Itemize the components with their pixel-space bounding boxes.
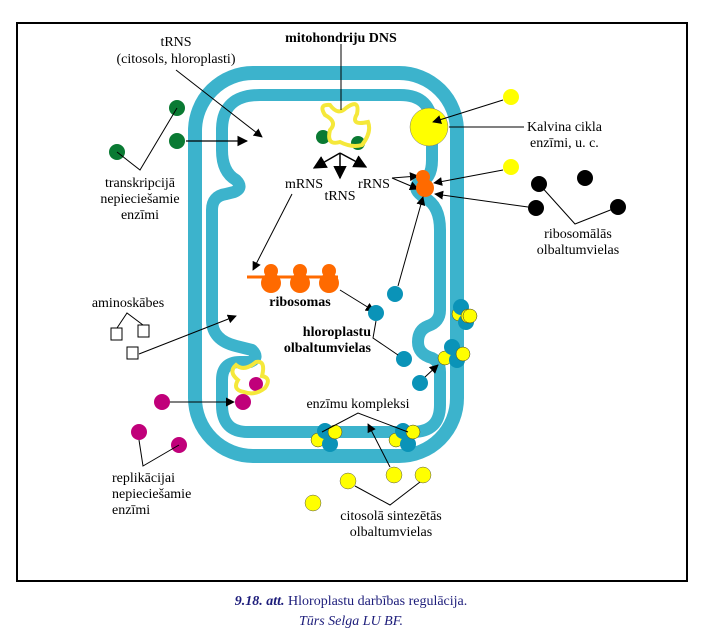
label-cytosol-2: olbaltumvielas — [350, 525, 432, 540]
leader-line — [116, 107, 178, 171]
label-ribosomal-1: ribosomālās — [544, 227, 612, 242]
label-mrns: mRNS — [285, 177, 323, 192]
calvin-enzyme — [409, 107, 449, 147]
label-trns-top-sub: (citosols, hloroplasti) — [117, 52, 236, 67]
label-amino-acids: aminoskābes — [92, 296, 164, 311]
blue-protein — [368, 305, 384, 321]
ribosomal-protein — [577, 170, 593, 186]
yellow-protein — [503, 159, 519, 175]
leader-rrns — [391, 172, 419, 182]
yellow-protein — [304, 494, 322, 512]
leader-line — [116, 312, 144, 329]
leader-line — [138, 439, 180, 467]
label-replication-1: replikācijai — [112, 471, 175, 486]
amino-acid — [126, 346, 139, 360]
green-enzyme — [169, 133, 185, 149]
yellow-protein — [503, 89, 519, 105]
leader-line — [321, 412, 409, 433]
amino-acid — [137, 324, 150, 338]
magenta-enzyme-dna — [249, 377, 263, 391]
arrow-yellow-ribo — [433, 169, 504, 186]
figure-credit: Tūrs Selga LU BF. — [299, 614, 403, 629]
ribosome-subunit — [416, 179, 434, 197]
arrow-trns — [175, 69, 263, 138]
enzyme-complex — [310, 423, 343, 452]
label-replication-2: nepieciešamie — [112, 487, 191, 502]
label-trns-top: tRNS — [160, 35, 191, 50]
leader-line — [538, 183, 619, 225]
arrow-mrns — [312, 152, 341, 169]
label-rrns: rRNS — [358, 177, 390, 192]
yellow-protein — [385, 466, 403, 484]
blue-protein — [412, 375, 428, 391]
arrow-black-ribo — [434, 190, 529, 208]
arrow-blue-complex — [424, 364, 439, 378]
ribosome — [319, 264, 339, 293]
enzyme-complex — [388, 423, 421, 452]
ribosome — [261, 264, 281, 293]
label-chloro-proteins-1: hloroplastu — [303, 325, 371, 340]
yellow-protein — [339, 472, 357, 490]
arrow-amino-in — [138, 314, 237, 355]
label-trns: tRNS — [324, 189, 355, 204]
arrow-ribosome-protein — [339, 289, 375, 312]
blue-protein — [387, 286, 403, 302]
arrow-mrns-ribosome — [252, 193, 293, 271]
label-calvin-2: enzīmi, u. c. — [530, 136, 599, 151]
mito-dna-loop — [320, 102, 372, 148]
label-replication-3: enzīmi — [112, 503, 150, 518]
arrow-blue-rrns — [397, 196, 426, 287]
ribosomal-protein — [528, 200, 544, 216]
leader-rrns — [391, 177, 419, 190]
leader-line — [354, 481, 421, 506]
magenta-enzyme — [154, 394, 170, 410]
caption-number: 9.18. att. — [234, 594, 285, 609]
magenta-enzyme — [131, 424, 147, 440]
inner-membrane — [206, 89, 446, 438]
amino-acid — [110, 327, 123, 341]
arrow-rrns — [339, 152, 368, 168]
caption-text: Hloroplastu darbības regulācija. — [288, 594, 468, 609]
green-enzyme-dna — [316, 130, 330, 144]
label-calvin-1: Kalvina cikla — [527, 120, 603, 135]
ribosome — [290, 264, 310, 293]
yellow-protein — [414, 466, 432, 484]
chloro-dna-loop — [230, 359, 270, 396]
outer-membrane — [188, 66, 464, 463]
figure-caption: 9.18. att. Hloroplastu darbības regulāci… — [0, 594, 702, 610]
figure-frame — [16, 22, 688, 582]
label-ribosomal-2: olbaltumvielas — [537, 243, 619, 258]
arrow-yellow-calvin — [432, 99, 504, 124]
label-transcription-3: enzīmi — [121, 208, 159, 223]
leader-line — [372, 320, 399, 356]
label-transcription-1: transkripcijā — [105, 176, 176, 191]
arrow-cytosol-complex — [367, 423, 391, 468]
label-transcription-2: nepieciešamie — [100, 192, 179, 207]
label-ribosomes: ribosomas — [269, 295, 331, 310]
enzyme-complex — [451, 299, 478, 330]
magenta-enzyme-dna — [235, 394, 251, 410]
label-chloro-proteins-2: olbaltumvielas — [284, 341, 372, 356]
blue-protein — [396, 351, 412, 367]
label-mito-dna: mitohondriju DNS — [285, 31, 397, 46]
label-enzyme-complexes: enzīmu kompleksi — [306, 397, 409, 412]
label-cytosol-1: citosolā sintezētās — [340, 509, 441, 524]
enzyme-complex — [437, 339, 471, 368]
